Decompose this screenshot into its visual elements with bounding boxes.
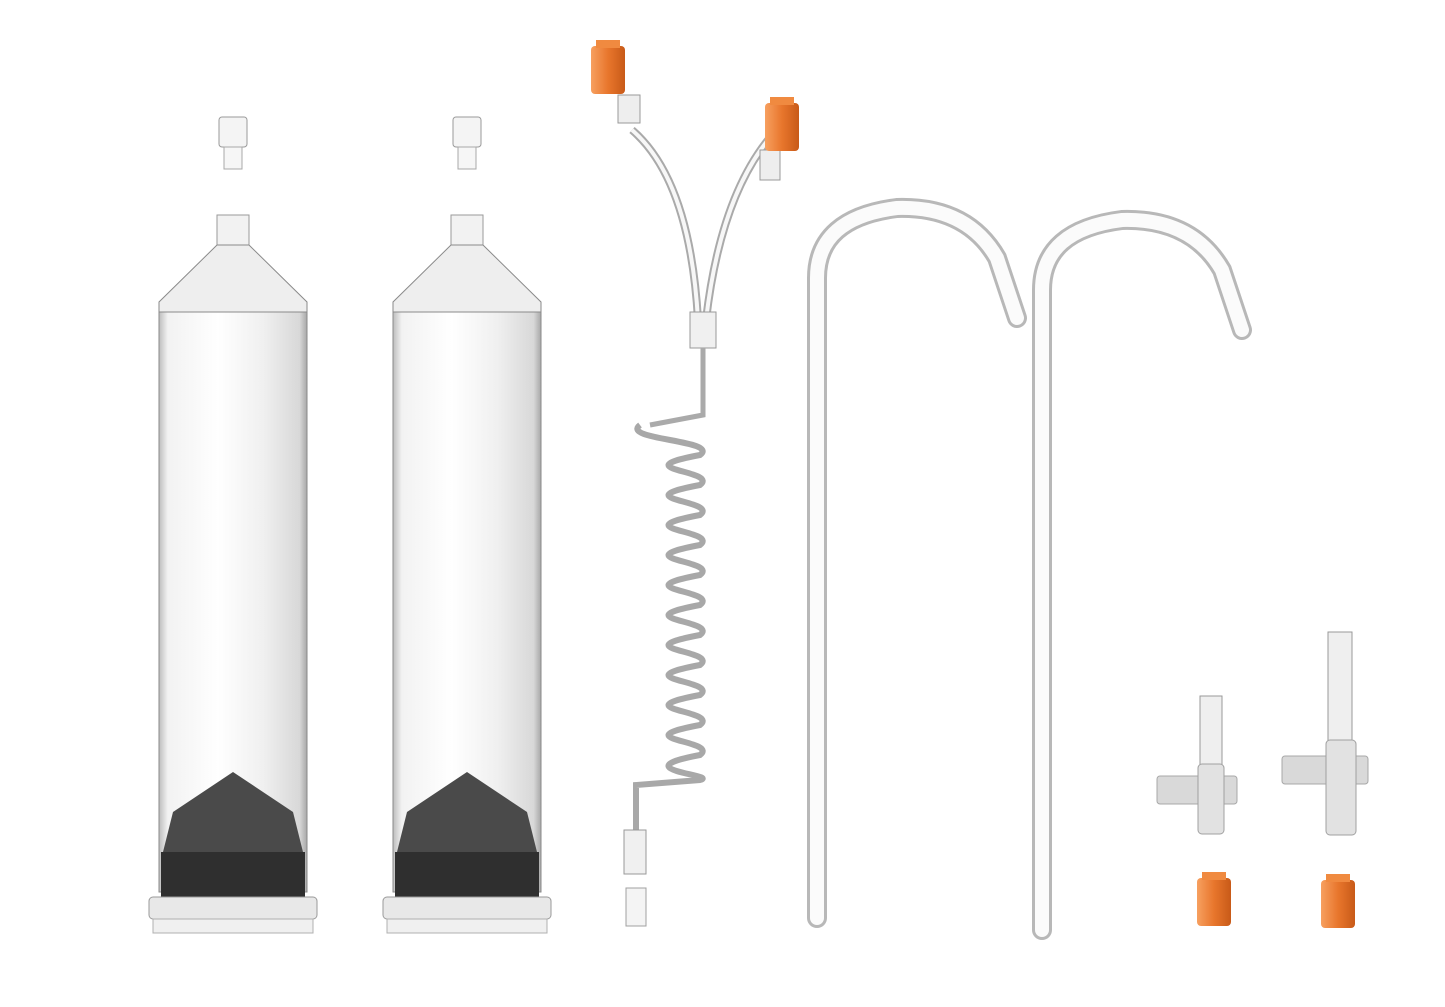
stopcock-small [1156, 695, 1238, 835]
stopcock-large [1281, 631, 1369, 836]
orange-cap [591, 40, 625, 94]
j-tube-left [817, 208, 1017, 918]
syringe-right [382, 116, 552, 934]
orange-cap [1197, 872, 1231, 926]
orange-cap [1321, 874, 1355, 928]
coiled-y-tubing [591, 40, 799, 927]
syringe-left [148, 116, 318, 934]
orange-cap [765, 97, 799, 151]
